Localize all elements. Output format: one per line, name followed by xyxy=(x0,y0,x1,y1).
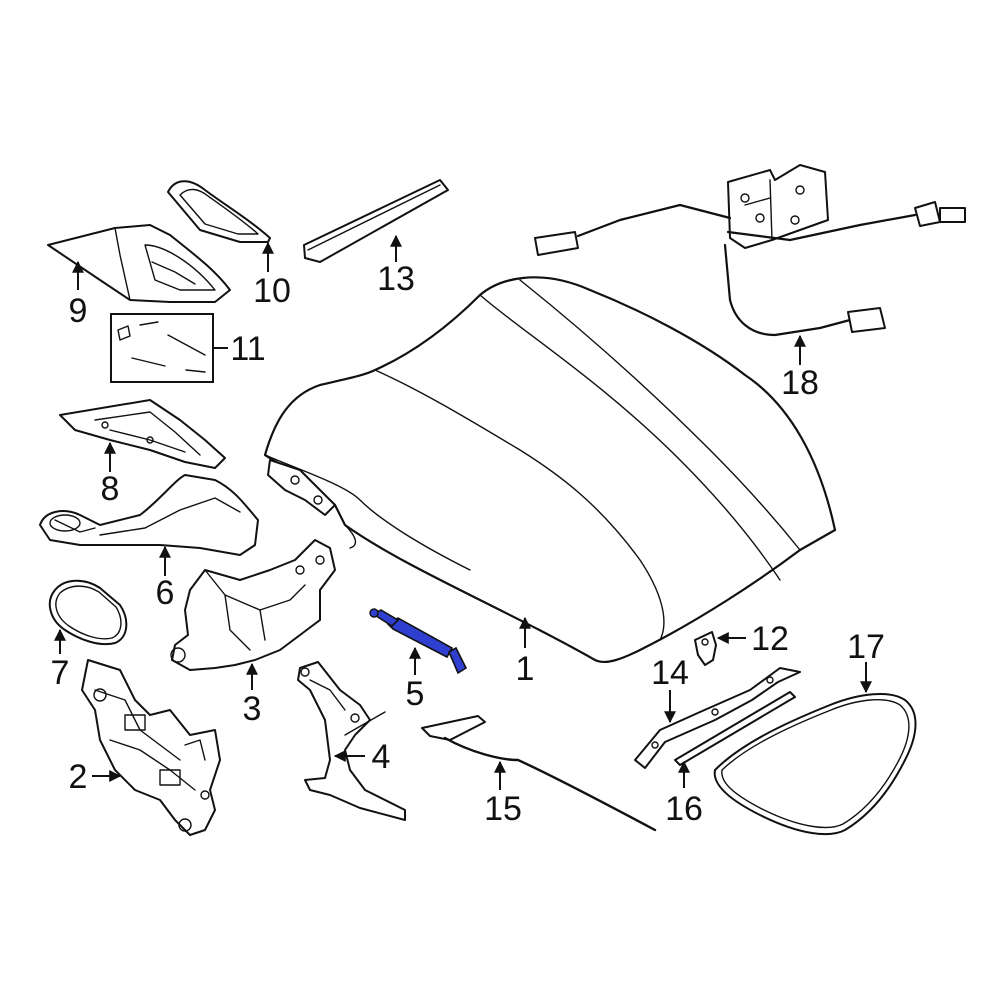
part-18-wiring-harness[interactable] xyxy=(534,164,966,337)
callout-numbers: 1 2 3 4 5 6 7 8 9 10 11 12 13 14 15 16 1… xyxy=(51,260,885,828)
callout-11[interactable]: 11 xyxy=(230,330,265,368)
part-1-hood[interactable] xyxy=(263,276,837,664)
part-7-seal[interactable] xyxy=(48,579,128,646)
callout-4[interactable]: 4 xyxy=(372,738,391,776)
part-5-lift-support[interactable] xyxy=(369,608,468,675)
part-10-scoop-gasket[interactable] xyxy=(167,180,271,243)
part-4-hinge[interactable] xyxy=(297,661,406,821)
part-3-latch-housing[interactable] xyxy=(170,539,336,671)
callout-17[interactable]: 17 xyxy=(847,628,885,666)
part-14-side-brace[interactable] xyxy=(634,667,801,769)
part-17-hood-seal[interactable] xyxy=(713,693,917,836)
callout-18[interactable]: 18 xyxy=(781,364,819,402)
part-6-air-duct[interactable] xyxy=(39,474,259,556)
part-15-release-cable[interactable] xyxy=(421,715,657,832)
callout-5[interactable]: 5 xyxy=(406,675,425,713)
callout-13[interactable]: 13 xyxy=(377,260,415,298)
leader-lines xyxy=(54,234,872,790)
callout-14[interactable]: 14 xyxy=(651,654,689,692)
lift-support-cylinder[interactable] xyxy=(386,617,454,659)
callout-15[interactable]: 15 xyxy=(484,790,522,828)
part-13-trim-panel[interactable] xyxy=(303,179,449,263)
part-9-hood-scoop[interactable] xyxy=(47,224,231,303)
lift-support-end-fitting[interactable] xyxy=(447,646,468,675)
callout-9[interactable]: 9 xyxy=(69,292,88,330)
callout-7[interactable]: 7 xyxy=(51,654,70,692)
part-8-bezel[interactable] xyxy=(59,399,226,469)
part-11-hardware-kit[interactable] xyxy=(110,313,214,383)
part-2-latch-bracket[interactable] xyxy=(81,659,221,836)
part-12-clip[interactable] xyxy=(694,631,717,666)
callout-12[interactable]: 12 xyxy=(751,620,789,658)
callout-16[interactable]: 16 xyxy=(665,790,703,828)
callout-3[interactable]: 3 xyxy=(243,690,262,728)
callout-2[interactable]: 2 xyxy=(69,758,88,796)
callout-6[interactable]: 6 xyxy=(156,574,175,612)
callout-10[interactable]: 10 xyxy=(253,272,291,310)
callout-1[interactable]: 1 xyxy=(516,650,535,688)
callout-8[interactable]: 8 xyxy=(101,470,120,508)
